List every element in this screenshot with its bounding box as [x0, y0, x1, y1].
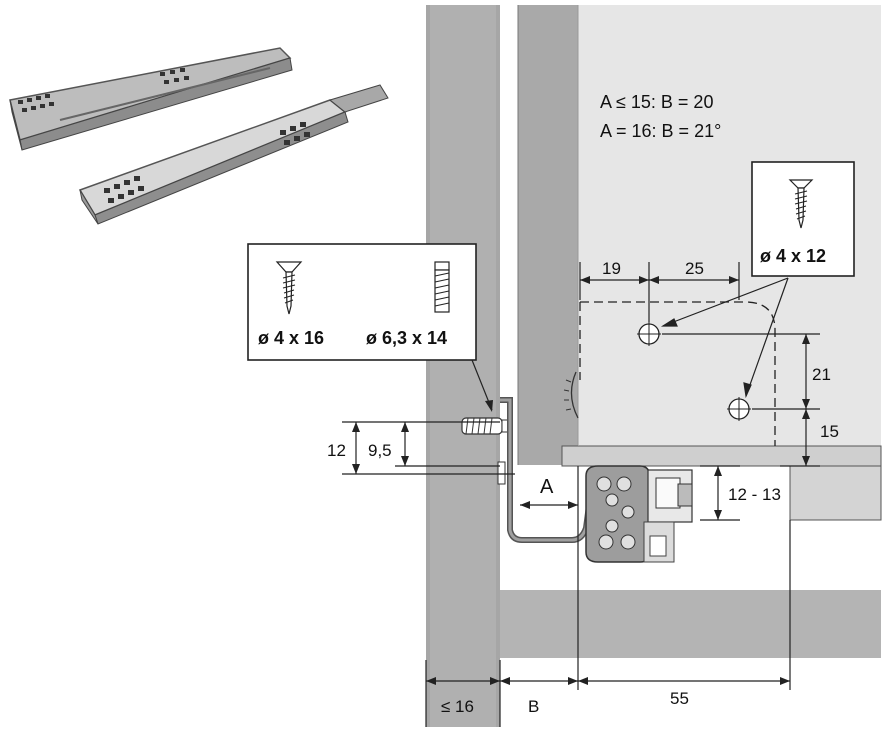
- cabinet-side-panel-face: [430, 5, 496, 727]
- dimension-19-25: [580, 262, 740, 322]
- wood-screw-icon: [275, 261, 303, 315]
- dimension-16-label: ≤ 16: [441, 697, 474, 716]
- drawer-runner-photo: [9, 47, 389, 225]
- screw-box-left: ø 4 x 16 ø 6,3 x 14: [247, 243, 477, 361]
- formula-line-2: A = 16: B = 21°: [600, 121, 721, 141]
- dimension-15-label: 15: [820, 422, 839, 441]
- dimension-19-label: 19: [602, 259, 621, 278]
- dimension-12-13: [700, 465, 740, 521]
- dimension-12-label: 12: [327, 441, 346, 460]
- dimension-55-label: 55: [670, 689, 689, 708]
- screw-box-right: ø 4 x 12: [751, 161, 855, 277]
- dimension-12-9-5: [342, 421, 515, 475]
- wood-screw-icon: [788, 179, 814, 229]
- side-screw: [461, 417, 509, 435]
- dimension-A-label: A: [540, 476, 554, 498]
- side-ticks: [563, 379, 572, 411]
- drawer-bottom: [561, 445, 882, 467]
- drilling-template-outline: [579, 301, 776, 446]
- screw-hole-upper: [637, 322, 661, 346]
- dimension-12-13-label: 12 - 13: [728, 485, 781, 504]
- dimension-21-15: [662, 333, 820, 467]
- screw-left-1-label: ø 4 x 16: [258, 328, 324, 348]
- dimension-bottom: [425, 520, 791, 727]
- screw-leader-left-arrow: [485, 400, 493, 412]
- runner-profile: [497, 397, 693, 563]
- screw-hole-lower: [727, 397, 751, 421]
- dimension-21-label: 21: [812, 365, 831, 384]
- drawer-side-wall: [518, 5, 578, 465]
- drawer-bottom-block: [789, 465, 882, 521]
- screw-left-2-label: ø 6,3 x 14: [366, 328, 447, 348]
- drawer-side-curve: [570, 371, 579, 419]
- formula-line-1: A ≤ 15: B = 20: [600, 92, 713, 112]
- dimension-25-label: 25: [685, 259, 704, 278]
- dimension-A: [520, 466, 579, 690]
- lower-shelf: [500, 590, 881, 658]
- screw-right-label: ø 4 x 12: [760, 246, 826, 266]
- euro-screw-icon: [434, 261, 450, 313]
- dimension-9-5-label: 9,5: [368, 441, 392, 460]
- dimension-B-label: B: [528, 697, 539, 716]
- screw-leader-lines: [660, 277, 789, 399]
